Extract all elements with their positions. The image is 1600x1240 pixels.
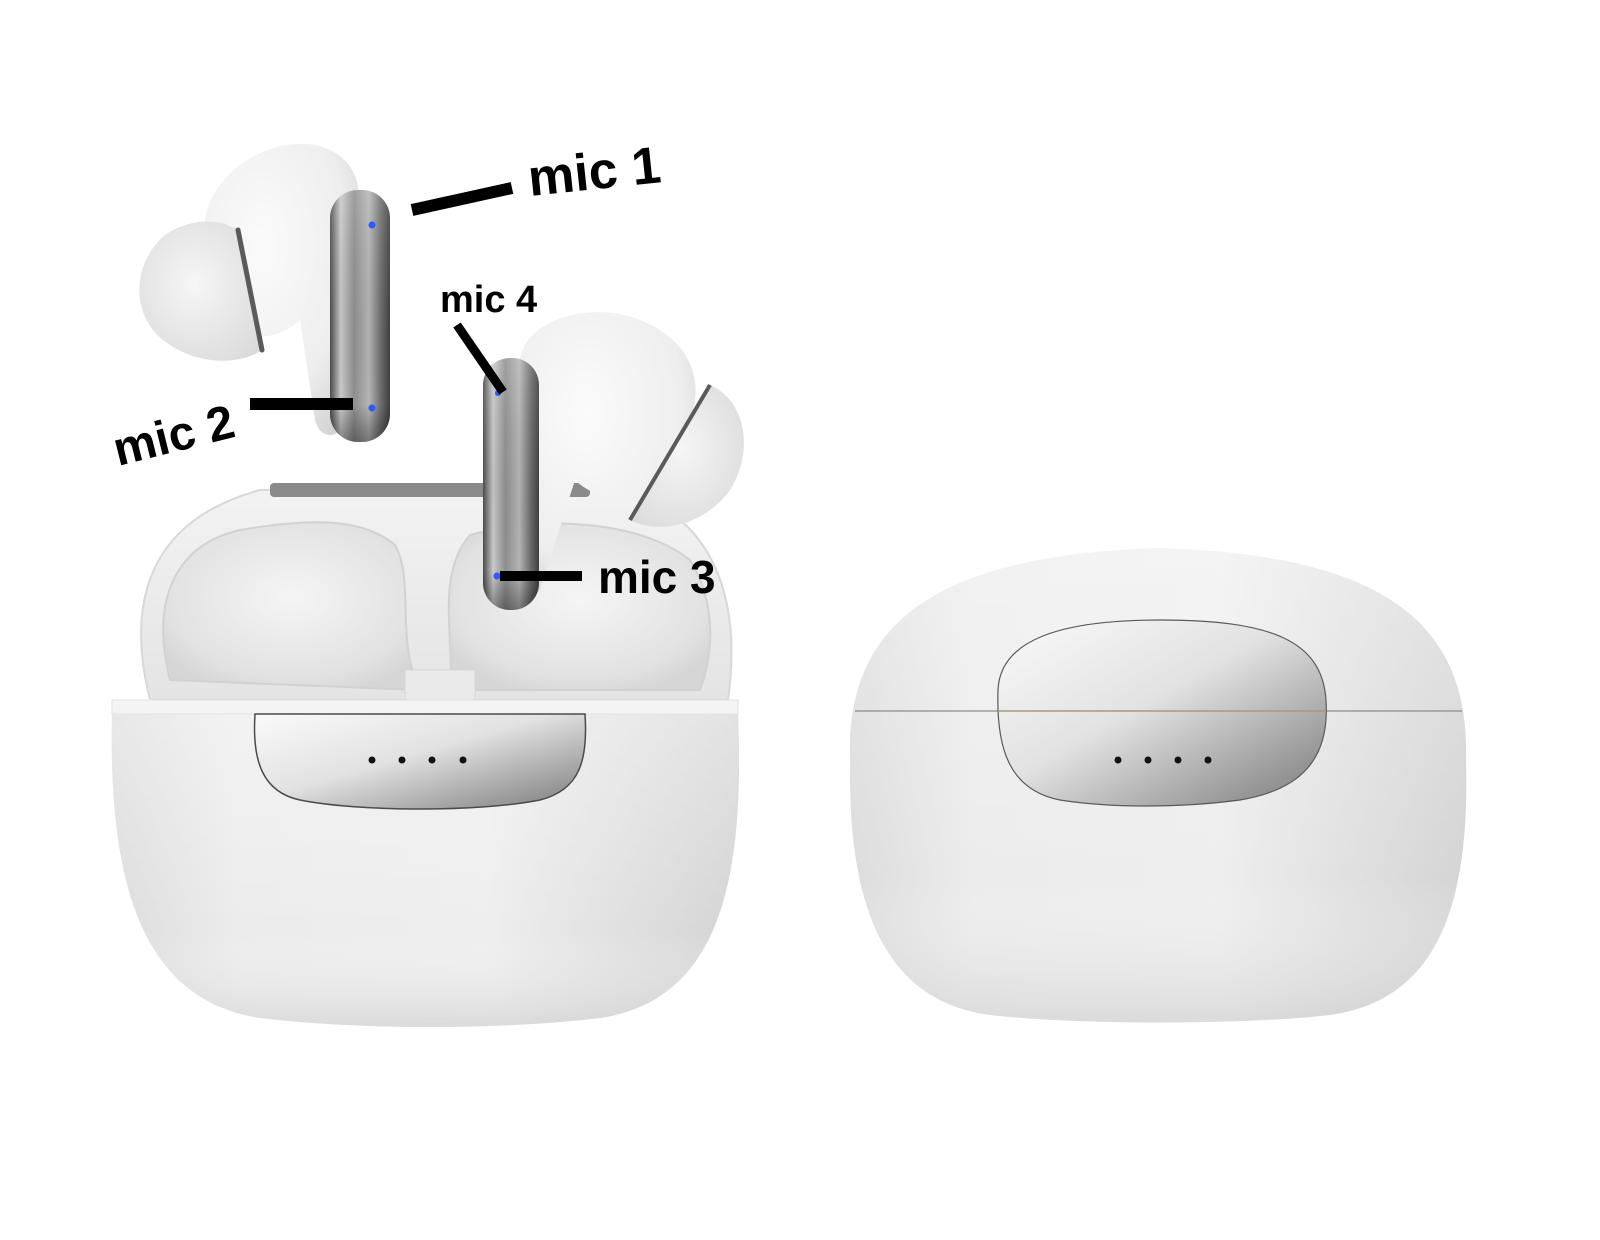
mic4-label: mic 4	[440, 279, 537, 321]
closed-charging-case	[849, 548, 1467, 1023]
case-front-chrome-panel	[253, 713, 587, 810]
mic1-label: mic 1	[525, 136, 663, 208]
left-earbud-body	[198, 143, 359, 435]
mic3-label: mic 3	[598, 551, 716, 603]
battery-indicator-dots	[368, 756, 467, 764]
right-earbud-body	[515, 312, 696, 598]
closed-case-indicator-dots	[1114, 756, 1212, 764]
left-earbud-cavity	[162, 521, 422, 692]
open-charging-case	[111, 483, 740, 1027]
mic1-callout: mic 1	[410, 136, 664, 216]
left-earbud-eartip	[139, 221, 262, 361]
mic3-callout: mic 3	[500, 551, 716, 603]
case-center-bridge	[404, 669, 476, 701]
mic2-dot	[368, 404, 376, 412]
mic3-dot	[493, 572, 501, 580]
mic4-callout: mic 4	[440, 279, 537, 395]
mic2-label: mic 2	[108, 396, 240, 477]
mic1-leader-line	[410, 182, 514, 216]
mic4-leader-line	[453, 322, 507, 395]
mic1-dot	[368, 221, 376, 229]
closed-case-chrome-panel	[997, 619, 1327, 807]
case-rim	[111, 699, 739, 715]
right-earbud-eartip	[630, 385, 744, 527]
right-earbud	[483, 312, 744, 610]
mic2-callout: mic 2	[108, 396, 353, 477]
left-earbud	[139, 143, 390, 442]
